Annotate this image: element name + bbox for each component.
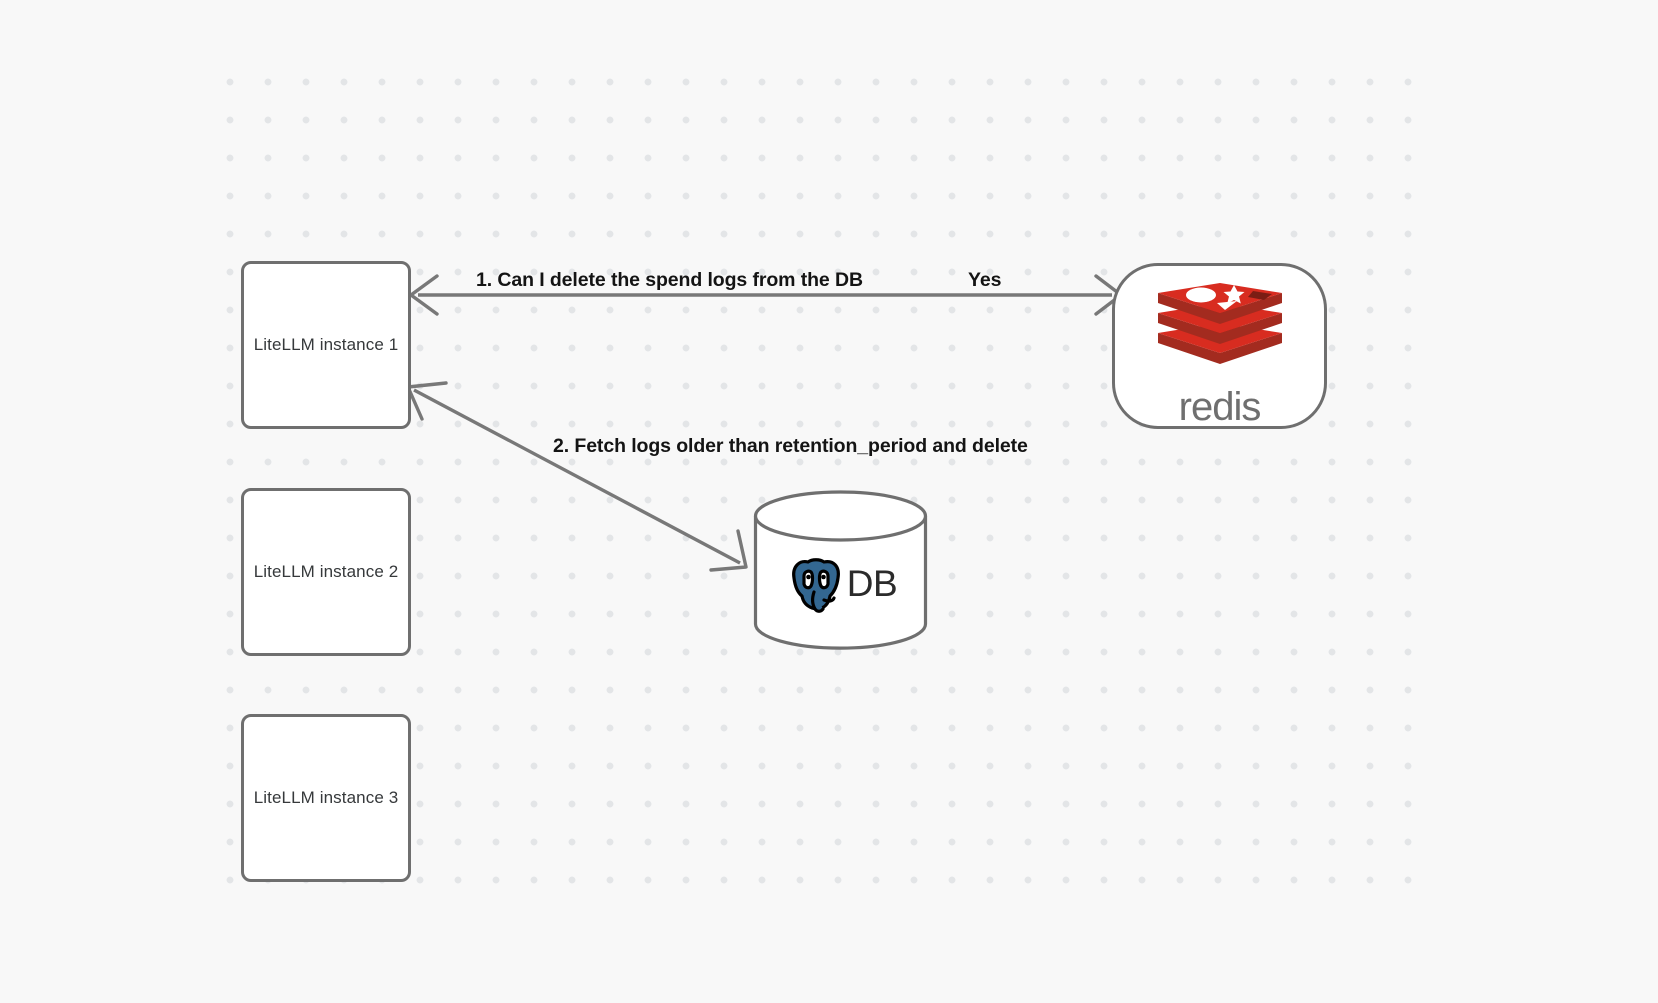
edge-litellm1-database [406, 381, 748, 572]
edge-label-step-1: 1. Can I delete the spend logs from the … [476, 269, 863, 291]
postgresql-elephant-icon [784, 552, 848, 616]
database-cylinder-shape [753, 490, 928, 650]
database-label: DB [846, 563, 898, 604]
redis-wordmark: redis [1178, 385, 1262, 429]
edge-label-yes: Yes [968, 269, 1002, 291]
redis-logo-icon [1136, 265, 1304, 393]
edge-arrowhead-upper [406, 381, 448, 421]
edge-line [413, 388, 741, 565]
node-label: LiteLLM instance 2 [253, 561, 399, 581]
edge-arrowhead-left [409, 274, 439, 316]
edge-label-step-2: 2. Fetch logs older than retention_perio… [553, 435, 1028, 457]
node-redis[interactable]: redis [1112, 263, 1327, 429]
node-database[interactable]: DB [753, 490, 928, 650]
edge-arrowhead-lower [709, 529, 748, 572]
node-label: LiteLLM instance 3 [253, 787, 399, 807]
node-litellm-instance-3[interactable]: LiteLLM instance 3 [241, 714, 411, 882]
node-label: LiteLLM instance 1 [253, 334, 399, 354]
node-litellm-instance-2[interactable]: LiteLLM instance 2 [241, 488, 411, 656]
node-litellm-instance-1[interactable]: LiteLLM instance 1 [241, 261, 411, 429]
